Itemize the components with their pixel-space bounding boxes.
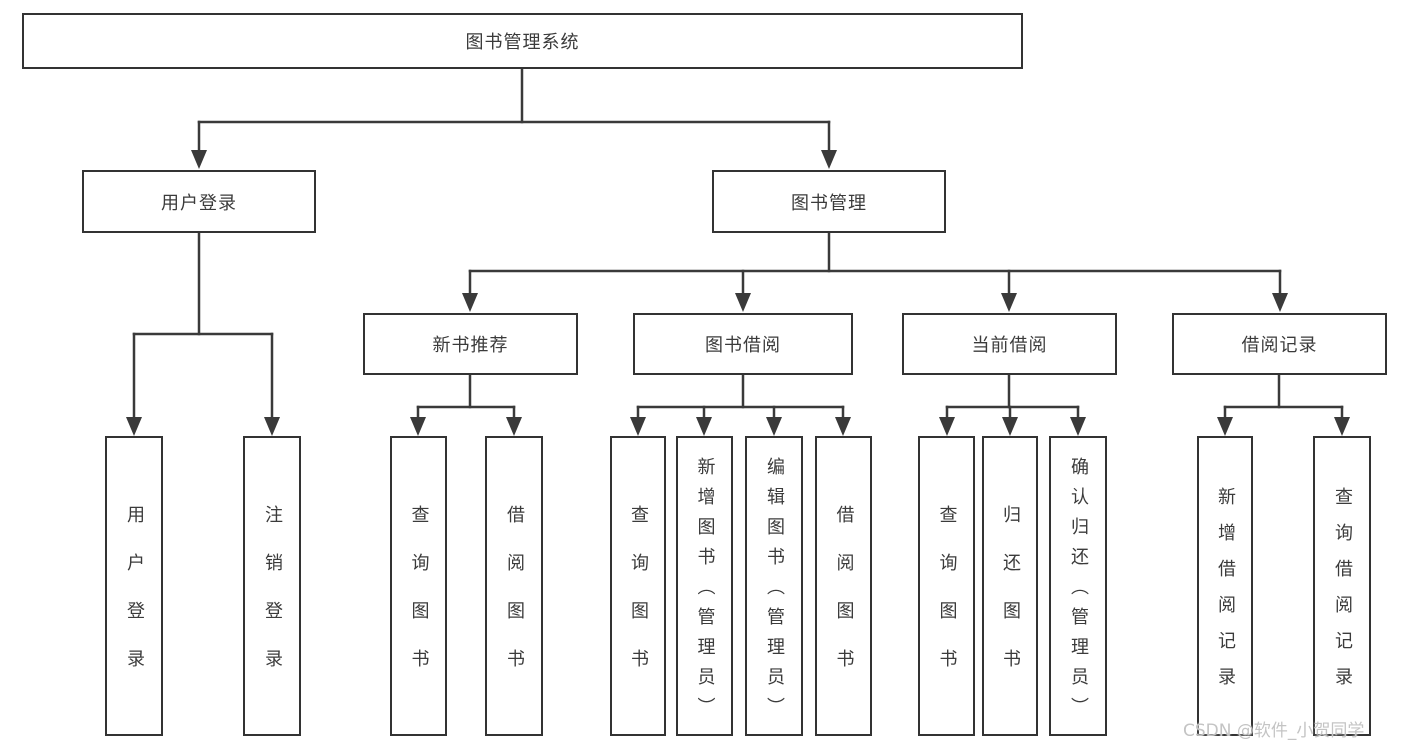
- leaf-return-books: 归还图书: [982, 436, 1038, 736]
- connector-userlogin-to-leaves: [126, 231, 280, 436]
- node-label: 借阅图书: [504, 505, 525, 697]
- node-new-book-recommend: 新书推荐: [363, 313, 578, 375]
- node-label: 图书管理: [791, 192, 867, 214]
- connector-current-to-leaves: [939, 373, 1086, 436]
- node-book-management: 图书管理: [712, 170, 946, 233]
- node-label: 确认归还（管理员）: [1068, 457, 1089, 727]
- connector-root-to-level2: [191, 67, 837, 169]
- connector-records-to-leaves: [1217, 373, 1350, 436]
- node-label: 编辑图书（管理员）: [764, 457, 785, 727]
- node-label: 当前借阅: [971, 335, 1048, 356]
- node-book-borrow: 图书借阅: [633, 313, 853, 375]
- node-label: 用户登录: [124, 505, 145, 697]
- leaf-query-books-recommend: 查询图书: [390, 436, 447, 736]
- node-user-login-group: 用户登录: [82, 170, 316, 233]
- leaf-query-borrow-record: 查询借阅记录: [1313, 436, 1371, 736]
- node-label: 新增图书（管理员）: [694, 457, 716, 727]
- node-label: 查询图书: [408, 505, 430, 697]
- node-label: 新书推荐: [432, 335, 509, 356]
- node-current-borrow: 当前借阅: [902, 313, 1117, 375]
- csdn-watermark: CSDN @软件_小贺同学: [1183, 721, 1365, 741]
- connector-newbooks-to-leaves: [410, 373, 522, 436]
- node-label: 用户登录: [161, 192, 237, 214]
- leaf-add-books-admin: 新增图书（管理员）: [676, 436, 733, 736]
- leaf-confirm-return-admin: 确认归还（管理员）: [1049, 436, 1107, 736]
- leaf-user-login: 用户登录: [105, 436, 163, 736]
- node-label: 新增借阅记录: [1215, 487, 1236, 703]
- node-label: 借阅图书: [833, 505, 855, 697]
- node-label: 归还图书: [1000, 505, 1021, 697]
- node-label: 图书管理系统: [465, 32, 580, 53]
- leaf-logout: 注销登录: [243, 436, 301, 736]
- node-label: 查询图书: [936, 505, 958, 697]
- leaf-borrow-books: 借阅图书: [815, 436, 872, 736]
- node-label: 查询借阅记录: [1332, 487, 1353, 703]
- node-borrow-records: 借阅记录: [1172, 313, 1387, 375]
- node-label: 查询图书: [628, 505, 649, 697]
- leaf-edit-books-admin: 编辑图书（管理员）: [745, 436, 803, 736]
- node-label: 借阅记录: [1241, 335, 1318, 356]
- node-label: 图书借阅: [705, 335, 781, 356]
- node-root-system: 图书管理系统: [22, 13, 1023, 69]
- leaf-query-books-borrow: 查询图书: [610, 436, 666, 736]
- connector-borrow-to-leaves: [630, 373, 851, 436]
- leaf-add-borrow-record: 新增借阅记录: [1197, 436, 1253, 736]
- leaf-borrow-books-recommend: 借阅图书: [485, 436, 543, 736]
- connector-bookmgmt-to-level3: [462, 231, 1288, 312]
- node-label: 注销登录: [262, 505, 283, 697]
- leaf-query-books-current: 查询图书: [918, 436, 975, 736]
